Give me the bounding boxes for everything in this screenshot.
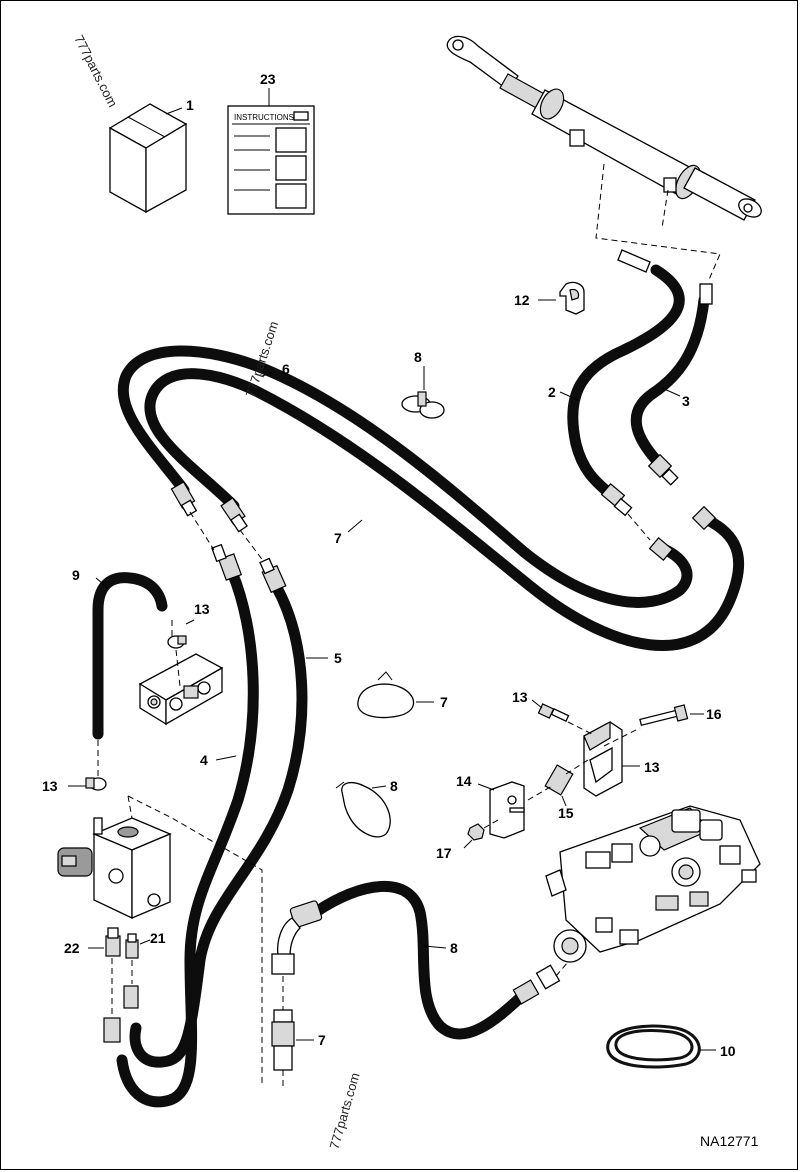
- hose-11: [92, 572, 168, 740]
- callout-4: 4: [200, 752, 208, 768]
- figure-code: NA12771: [700, 1133, 759, 1149]
- callout-23: 22: [64, 940, 80, 956]
- callout-18: 15: [558, 805, 574, 821]
- callout-11: 9: [72, 567, 80, 583]
- callout-16: 13: [644, 759, 660, 775]
- part-box: [108, 103, 188, 214]
- part-hydraulic-pump: [545, 805, 761, 963]
- part-plate-17: [489, 781, 525, 839]
- hose-5: [129, 557, 308, 1068]
- callout-6-top: 6: [282, 361, 290, 377]
- part-fitting-8: [271, 1009, 295, 1071]
- hose-3: [630, 283, 713, 486]
- callout-15: 13: [512, 689, 528, 705]
- callout-13-bottom: 13: [42, 778, 58, 794]
- callout-9: 8: [450, 940, 458, 956]
- callout-13-top: 13: [194, 601, 210, 617]
- instructions-text: INSTRUCTIONS: [234, 113, 294, 122]
- hose-4: [116, 543, 259, 1108]
- callout-21: 23: [260, 71, 276, 87]
- callout-20: 17: [436, 845, 452, 861]
- part-clamp-7-lower: [335, 781, 391, 838]
- part-clamp-13-top: [167, 635, 187, 649]
- callout-12: 10: [720, 1043, 736, 1059]
- callout-5: 5: [334, 650, 342, 666]
- callout-7-lower: 8: [390, 778, 398, 794]
- callout-6-bottom: 7: [334, 530, 342, 546]
- part-bolt-15: [537, 703, 570, 722]
- callout-14: 12: [514, 292, 530, 308]
- part-bolt-19: [639, 704, 689, 727]
- callout-3: 3: [682, 393, 690, 409]
- part-nut-20: [467, 823, 485, 841]
- part-clamp-10: [401, 391, 445, 419]
- part-clip-14: [559, 281, 585, 315]
- part-fitting-22: [125, 933, 139, 959]
- part-tubing-12: [606, 1024, 701, 1069]
- hose-2: [567, 249, 685, 517]
- part-bracket-16: [583, 720, 623, 797]
- part-fitting-lower-left: [103, 985, 139, 1043]
- hose-9: [271, 881, 561, 1040]
- watermark-top: 777parts.com: [71, 33, 120, 110]
- part-valve-block-top: [138, 653, 224, 726]
- callout-17: 14: [456, 773, 472, 789]
- callout-22: 21: [150, 930, 166, 946]
- part-clamp-13-bottom: [85, 777, 107, 791]
- callout-7-upper: 7: [440, 694, 448, 710]
- part-hydraulic-cylinder: [446, 35, 762, 221]
- callout-10: 8: [414, 349, 422, 365]
- part-spacer-18: [544, 764, 574, 796]
- callout-8: 7: [318, 1032, 326, 1048]
- callout-19: 16: [706, 706, 722, 722]
- callout-2: 2: [548, 384, 556, 400]
- part-fitting-23: [105, 927, 121, 957]
- hose-6-pair: [117, 345, 745, 651]
- part-instructions: INSTRUCTIONS: [227, 105, 315, 215]
- callout-1: 1: [186, 97, 194, 113]
- watermark-bottom: 777parts.com: [326, 1071, 362, 1151]
- part-clamp-7-upper: [357, 671, 415, 719]
- part-valve-manifold: [57, 817, 172, 920]
